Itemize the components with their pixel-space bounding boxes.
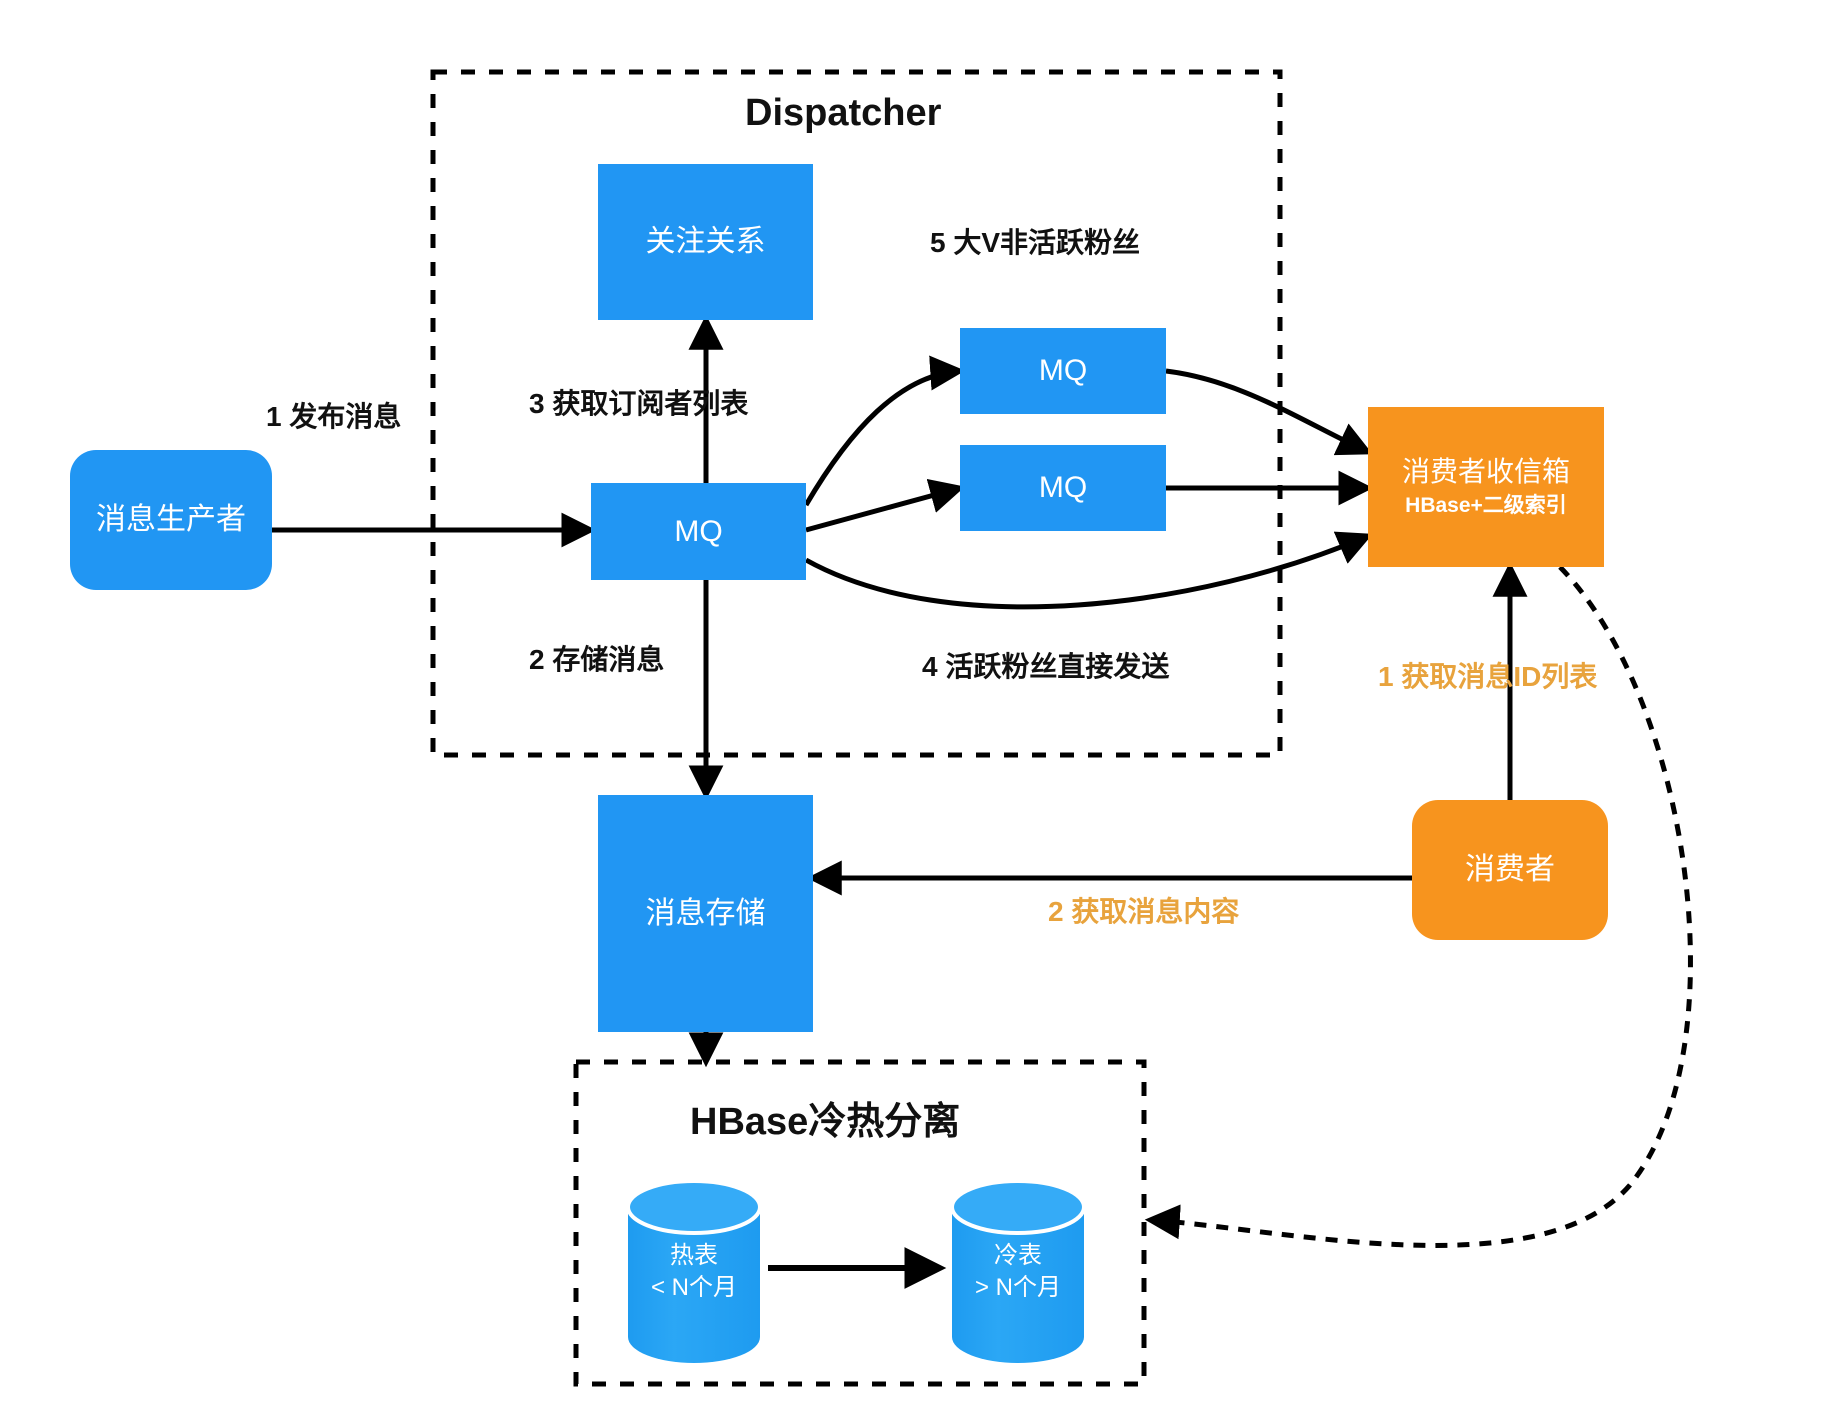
- hot-table-label: 热表: [670, 1242, 718, 1269]
- dispatcher-group-frame: [430, 69, 1283, 758]
- hot-table-cylinder: [626, 1179, 762, 1363]
- edge-label-publish: 1 发布消息: [266, 401, 402, 432]
- edge-mq-to-mq-bottom: [805, 478, 966, 533]
- cold-table-range: > N个月: [974, 1274, 1061, 1302]
- edge-label-get-message-ids: 1 获取消息ID列表: [1378, 661, 1598, 692]
- edge-inbox-to-cold-table: [1144, 565, 1693, 1248]
- node-mq-bottom-label: MQ: [1038, 471, 1088, 505]
- edge-mq-top-to-inbox: [1165, 368, 1373, 456]
- edge-label-get-message-content: 2 获取消息内容: [1048, 896, 1240, 927]
- edge-mq-to-inbox-direct: [804, 531, 1373, 610]
- node-consumer-inbox-sublabel: HBase+二级索引: [1405, 494, 1567, 518]
- node-message-producer-label: 消息生产者: [96, 503, 246, 537]
- node-consumer-inbox[interactable]: 消费者收信箱 HBase+二级索引: [1368, 407, 1604, 567]
- edge-label-big-v-inactive: 5 大V非活跃粉丝: [930, 227, 1141, 258]
- node-message-store[interactable]: 消息存储: [598, 795, 813, 1032]
- node-message-producer[interactable]: 消息生产者: [70, 450, 272, 590]
- edge-mq-to-mq-top: [803, 355, 966, 507]
- hbase-group-frame: [573, 1059, 1147, 1387]
- node-message-store-label: 消息存储: [645, 896, 766, 930]
- cold-table-cylinder: [950, 1179, 1086, 1363]
- dispatcher-group-title: Dispatcher: [745, 92, 942, 134]
- node-mq-main[interactable]: MQ: [591, 483, 806, 580]
- hot-table-range: < N个月: [650, 1274, 737, 1302]
- edge-label-store-message: 2 存储消息: [529, 644, 665, 675]
- node-mq-top-label: MQ: [1038, 354, 1088, 388]
- hot-table-text: 热表 < N个月: [628, 1240, 760, 1305]
- node-consumer[interactable]: 消费者: [1412, 800, 1608, 940]
- edge-label-active-direct: 4 活跃粉丝直接发送: [922, 651, 1170, 682]
- node-follow-relation-label: 关注关系: [645, 225, 766, 259]
- node-follow-relation[interactable]: 关注关系: [598, 164, 813, 320]
- node-mq-bottom[interactable]: MQ: [960, 445, 1166, 531]
- node-consumer-inbox-label: 消费者收信箱: [1401, 456, 1570, 488]
- node-mq-top[interactable]: MQ: [960, 328, 1166, 414]
- node-consumer-label: 消费者: [1465, 853, 1555, 887]
- hbase-group-title: HBase冷热分离: [690, 1101, 961, 1143]
- node-mq-main-label: MQ: [674, 514, 723, 548]
- cold-table-label: 冷表: [994, 1242, 1042, 1269]
- edge-label-get-subscribers: 3 获取订阅者列表: [529, 388, 749, 419]
- cold-table-text: 冷表 > N个月: [952, 1240, 1084, 1305]
